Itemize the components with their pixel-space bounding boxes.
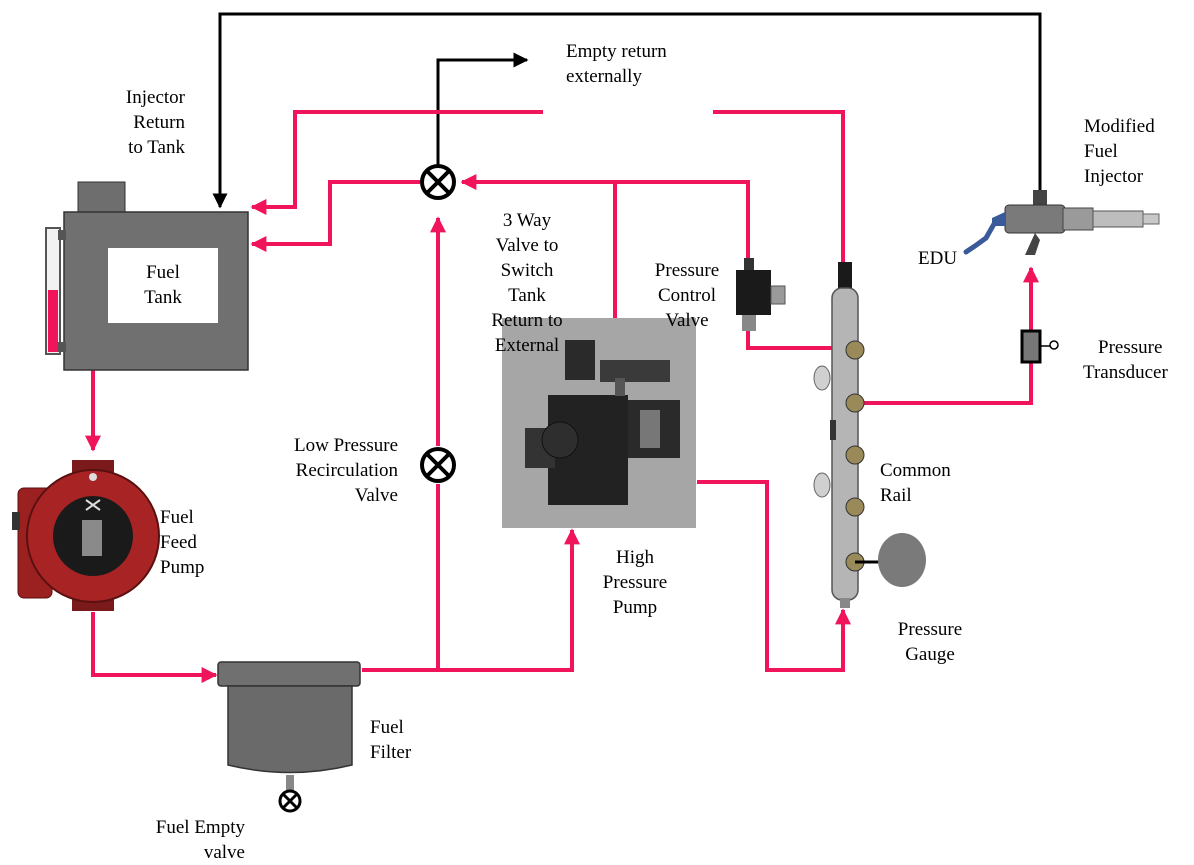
fuel-empty-valve-label: Fuel Empty valve — [130, 815, 245, 865]
low-pressure-valve-icon — [422, 449, 454, 481]
three-way-valve-label: 3 Way Valve to Switch Tank Return to Ext… — [472, 208, 582, 358]
pressure-gauge-icon — [855, 533, 926, 587]
injector-icon — [992, 190, 1159, 255]
fuel-filter-label: Fuel Filter — [370, 715, 411, 765]
fuel-filter-icon — [218, 662, 360, 791]
edu-label: EDU — [918, 246, 957, 271]
common-rail-icon — [814, 262, 864, 608]
injector-return-label: Injector Return to Tank — [100, 85, 185, 160]
fuel-empty-valve-icon — [280, 791, 300, 811]
fuel-tank-label: Fuel Tank — [108, 260, 218, 310]
pressure-gauge-label: Pressure Gauge — [885, 617, 975, 667]
external-return-line — [438, 60, 527, 172]
pressure-transducer-label: Pressure Transducer — [1083, 335, 1168, 385]
high-pressure-pump-label: High Pressure Pump — [590, 545, 680, 620]
common-rail-label: Common Rail — [880, 458, 951, 508]
pressure-control-valve-icon — [736, 258, 785, 331]
pressure-control-valve-label: Pressure Control Valve — [637, 258, 737, 333]
low-pressure-valve-label: Low Pressure Recirculation Valve — [255, 433, 398, 508]
fuel-feed-pump-icon — [12, 460, 159, 611]
edu-connector-icon — [966, 224, 994, 252]
fuel-feed-pump-label: Fuel Feed Pump — [160, 505, 204, 580]
pressure-transducer-icon — [1022, 331, 1058, 362]
empty-return-label: Empty return externally — [566, 39, 667, 89]
three-way-valve-icon — [422, 166, 454, 198]
modified-injector-label: Modified Fuel Injector — [1084, 114, 1155, 189]
